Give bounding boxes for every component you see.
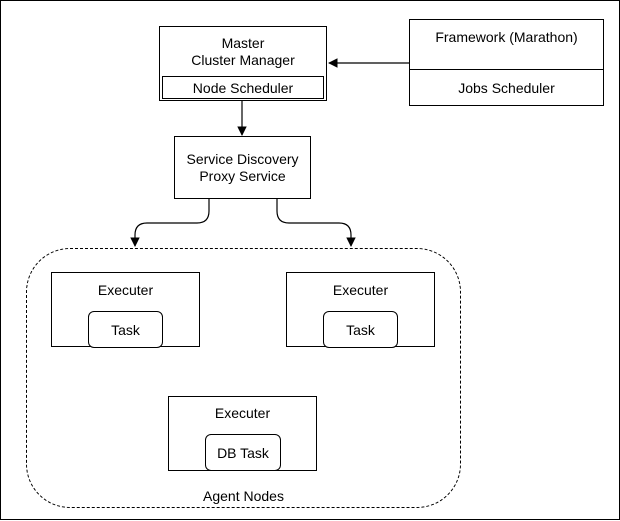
master-node: Master Cluster Manager Node Scheduler [159, 26, 327, 101]
task-box-1: Task [88, 311, 163, 348]
jobs-scheduler-label: Jobs Scheduler [458, 79, 555, 96]
executer-label-3: Executer [214, 405, 271, 421]
executer-node-2: Executer Task [286, 272, 435, 348]
framework-node: Framework (Marathon) Jobs Scheduler [409, 19, 604, 106]
node-scheduler-label: Node Scheduler [192, 79, 294, 96]
task-label-2: Task [346, 321, 375, 338]
framework-title: Framework (Marathon) [435, 29, 578, 45]
agent-nodes-group: Agent Nodes [26, 248, 461, 508]
node-scheduler-section: Node Scheduler [162, 76, 324, 99]
executer-label-1: Executer [97, 282, 154, 298]
db-task-box: DB Task [205, 434, 281, 471]
proxy-line-2: Proxy Service [199, 167, 286, 184]
edge-proxy-to-right-agents [276, 199, 356, 247]
executer-node-3: Executer DB Task [168, 396, 317, 471]
executer-label-2: Executer [332, 282, 389, 298]
edge-proxy-to-left-agents [130, 199, 210, 247]
task-label-1: Task [111, 321, 140, 338]
executer-node-1: Executer Task [51, 272, 200, 348]
task-box-2: Task [323, 311, 398, 348]
proxy-service-node: Service Discovery Proxy Service [174, 136, 311, 199]
db-task-label: DB Task [217, 444, 269, 461]
master-title: Master [221, 35, 265, 51]
proxy-line-1: Service Discovery [186, 150, 299, 167]
framework-title-area: Framework (Marathon) [410, 20, 603, 70]
master-subtitle: Cluster Manager [191, 52, 295, 68]
agent-nodes-label: Agent Nodes [203, 488, 284, 504]
